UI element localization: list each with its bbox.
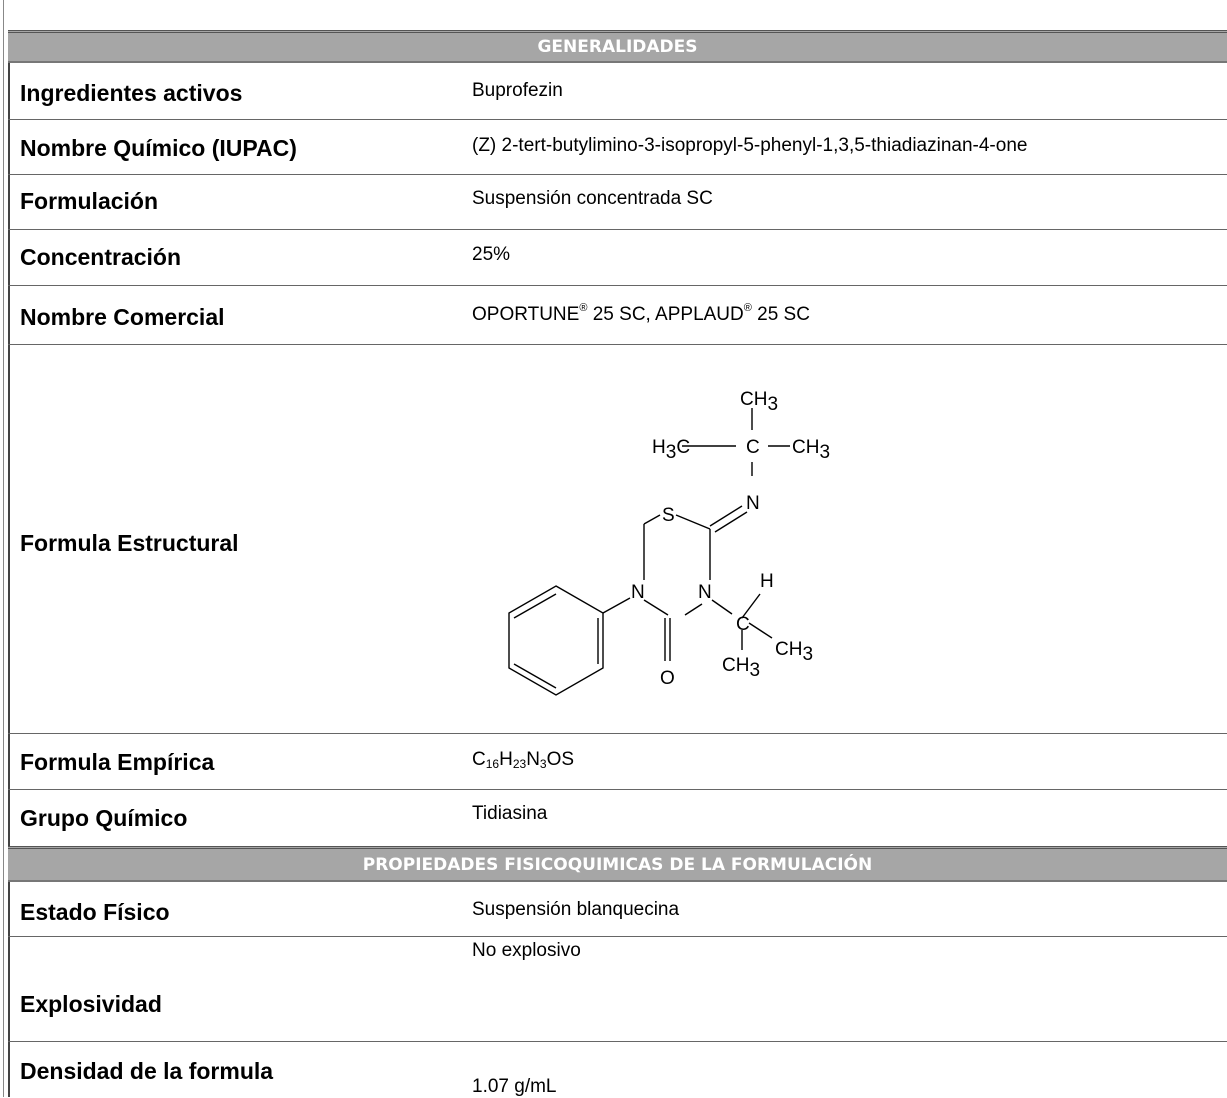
atom-label: CH3 <box>740 389 778 415</box>
estado-value: Suspensión blanquecina <box>472 899 680 920</box>
formulacion-value: Suspensión concentrada SC <box>472 188 713 209</box>
grupo-value: Tidiasina <box>472 803 548 824</box>
bond <box>643 599 669 616</box>
section-header-generalidades: GENERALIDADES <box>8 30 1227 63</box>
grupo-label: Grupo Químico <box>20 805 188 831</box>
ingredientes-label: Ingredientes activos <box>20 80 243 106</box>
section-header-propiedades: PROPIEDADES FISICOQUIMICAS DE LA FORMULA… <box>8 846 1227 882</box>
densidad-label: Densidad de la formula <box>20 1058 274 1084</box>
outer-border <box>3 0 4 1097</box>
registered-mark: ® <box>743 302 752 314</box>
atom-label: O <box>660 668 675 689</box>
row-divider <box>8 285 1227 286</box>
comercial-name-1: OPORTUNE <box>472 304 580 325</box>
row-divider <box>8 1041 1227 1042</box>
row-divider <box>8 174 1227 175</box>
structural-formula-diagram: CH3 H3C C CH3 N S N N O H C CH3 CH3 <box>508 389 830 696</box>
estructural-label: Formula Estructural <box>20 530 239 556</box>
atom-label: H3C <box>652 437 690 463</box>
registered-mark: ® <box>579 302 588 314</box>
row-divider <box>8 789 1227 790</box>
atom-label: C <box>736 614 750 635</box>
iupac-label: Nombre Químico (IUPAC) <box>20 135 297 161</box>
concentracion-value: 25% <box>472 244 511 265</box>
bond <box>513 593 557 619</box>
atom-label: CH3 <box>775 639 813 665</box>
bond <box>602 597 631 614</box>
empirica-value: C16H23N3OS <box>472 749 575 771</box>
atom-label: CH3 <box>792 437 830 463</box>
ingredientes-value: Buprofezin <box>472 80 563 101</box>
bond <box>684 603 703 616</box>
atom-label: C <box>746 437 760 458</box>
estado-label: Estado Físico <box>20 899 170 925</box>
table-left-border <box>8 63 10 846</box>
bond <box>709 505 743 527</box>
row-divider <box>8 936 1227 937</box>
comercial-label: Nombre Comercial <box>20 304 225 330</box>
bond <box>508 585 604 696</box>
comercial-value: OPORTUNE® 25 SC, APPLAUD® 25 SC <box>472 302 810 326</box>
formulacion-label: Formulación <box>20 188 159 214</box>
bond <box>643 514 661 525</box>
comercial-suffix: 25 SC <box>751 304 810 325</box>
row-divider <box>8 344 1227 345</box>
bond <box>714 511 748 533</box>
empirica-label: Formula Empírica <box>20 749 215 775</box>
bond <box>711 599 733 615</box>
bonds <box>508 408 790 696</box>
atom-label: CH3 <box>722 655 760 681</box>
densidad-value: 1.07 g/mL <box>472 1076 557 1097</box>
concentracion-label: Concentración <box>20 244 182 270</box>
explosividad-label: Explosividad <box>20 991 162 1017</box>
atom-label: H <box>760 571 774 592</box>
bond <box>675 514 711 530</box>
bond <box>748 622 773 639</box>
iupac-value: (Z) 2-tert-butylimino-3-isopropyl-5-phen… <box>472 135 1028 156</box>
row-divider <box>8 733 1227 734</box>
row-divider <box>8 119 1227 120</box>
atom-label: N <box>631 582 645 603</box>
bond <box>741 593 761 619</box>
atom-label: S <box>662 505 675 526</box>
explosividad-value: No explosivo <box>472 940 581 961</box>
atom-label: N <box>698 582 712 603</box>
bond <box>513 663 557 689</box>
row-divider <box>8 229 1227 230</box>
table-left-border <box>8 882 10 1097</box>
atom-label: N <box>746 493 760 514</box>
comercial-name-2: 25 SC, APPLAUD <box>587 304 744 325</box>
